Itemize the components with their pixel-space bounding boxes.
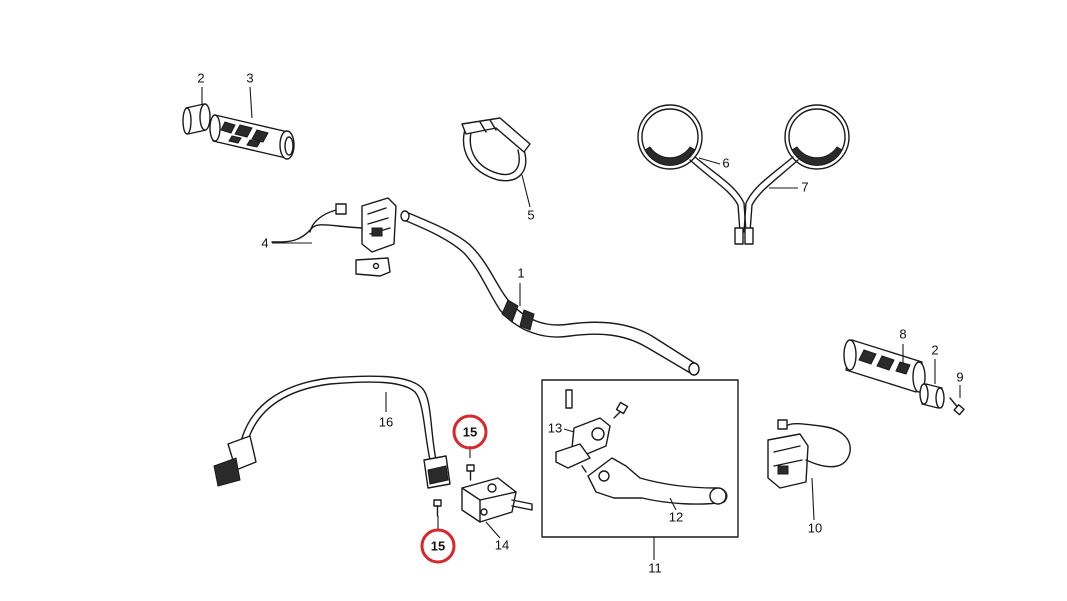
handlebar: [400, 210, 700, 376]
callout-2-right: 2: [931, 342, 938, 357]
callout-7: 7: [801, 179, 808, 194]
callout-3: 3: [246, 70, 253, 85]
clutch-switch: [461, 477, 533, 523]
screw-15-upper: [466, 464, 475, 481]
bar-end-weight-left: [182, 103, 211, 135]
screw-9: [949, 397, 965, 416]
highlight-callout-15-lower: 15: [420, 528, 456, 564]
callout-9: 9: [956, 369, 963, 384]
callout-16: 16: [379, 414, 393, 429]
callout-12: 12: [669, 509, 683, 524]
callout-14: 14: [495, 537, 509, 552]
callout-4: 4: [261, 235, 268, 250]
callout-13: 13: [548, 420, 562, 435]
callout-1: 1: [517, 265, 524, 280]
callout-6: 6: [722, 155, 729, 170]
clutch-lever-12: [587, 457, 728, 505]
switch-housing-right: [767, 419, 851, 489]
cable-strap: [461, 117, 531, 182]
grip-right: [843, 339, 926, 393]
grip-left: [209, 114, 295, 160]
mirror-right: [743, 104, 850, 245]
callout-2-left: 2: [197, 70, 204, 85]
callout-10: 10: [808, 520, 822, 535]
wire-harness: [213, 375, 451, 489]
lever-assembly-box: [541, 379, 739, 538]
screw-15-lower: [433, 499, 442, 517]
callout-15-lower-label: 15: [431, 538, 445, 553]
highlight-callout-15-upper: 15: [452, 414, 488, 450]
callout-5: 5: [527, 207, 534, 222]
callout-15-upper-label: 15: [463, 424, 477, 439]
callout-8: 8: [899, 326, 906, 341]
switch-housing-left: [271, 197, 397, 277]
lever-bracket-13: [555, 389, 629, 473]
bar-end-weight-right: [919, 383, 945, 409]
callout-11: 11: [648, 560, 662, 575]
mirror-left: [637, 104, 747, 245]
